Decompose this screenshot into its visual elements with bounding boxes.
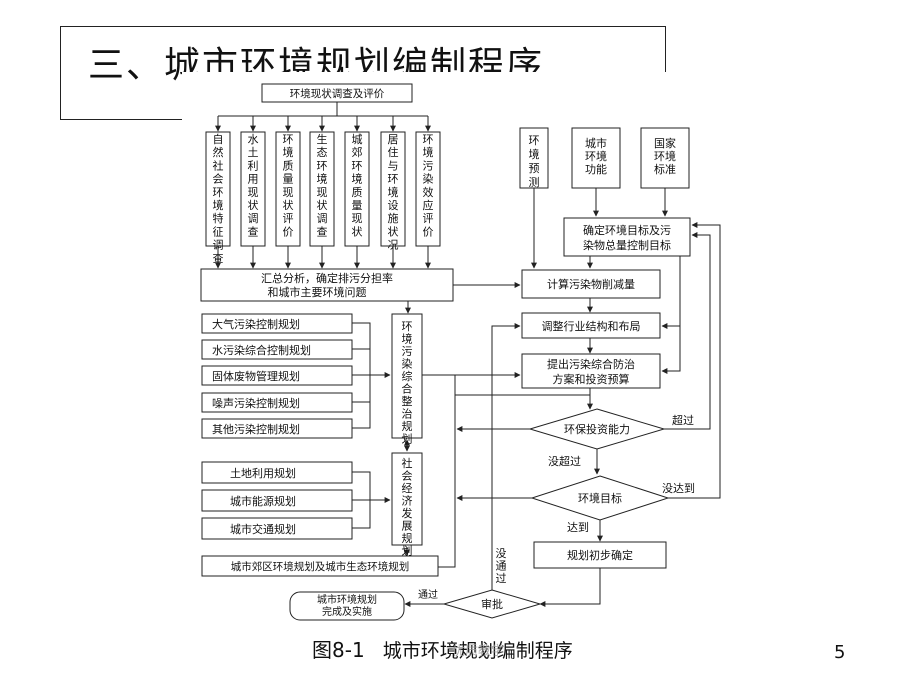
remediation-box — [391, 313, 423, 439]
approve-label: 审批 — [481, 597, 503, 611]
function-zone-line-3: 功能 — [585, 162, 607, 176]
summary-line-2: 和城市主要环境问题 — [268, 285, 367, 299]
col-label-3: 环境质量现状评价 — [283, 133, 294, 238]
predict-label: 环境预测 — [529, 134, 540, 189]
social-plan-label-2: 城市能源规划 — [230, 494, 296, 508]
approve-diamond — [442, 589, 542, 619]
national-std-line-3: 标准 — [654, 162, 676, 176]
edge-label-reach: 达到 — [567, 521, 589, 534]
summary-line-1: 汇总分析，确定排污分担率 — [261, 271, 393, 285]
column-arrows — [215, 116, 431, 132]
social-plan-label-3: 城市交通规划 — [230, 522, 296, 536]
env-target-label: 环境目标 — [578, 491, 622, 505]
col-box-3 — [275, 131, 301, 247]
figure-caption: 图8-1 城市环境规划编制程序 — [312, 634, 573, 663]
col-label-6: 居住与环境设施状况 — [388, 133, 399, 252]
caption-number: 图8-1 — [312, 638, 365, 662]
caption-text: 城市环境规划编制程序 — [382, 640, 573, 662]
edge-label-not-exceed: 没超过 — [548, 454, 581, 468]
propose-line-1: 提出污染综合防治 — [547, 357, 635, 371]
function-zone-box — [571, 127, 621, 189]
propose-box — [521, 353, 661, 389]
propose-line-2: 方案和投资预算 — [553, 372, 630, 386]
plan-label-1: 大气污染控制规划 — [212, 317, 300, 331]
invest-label: 环保投资能力 — [564, 422, 630, 436]
col-label-4: 生态环境现状调查 — [317, 132, 328, 238]
plan-label-4: 噪声污染控制规划 — [212, 396, 300, 410]
column-boxes — [205, 131, 441, 247]
final-line-2: 完成及实施 — [322, 605, 372, 618]
col-box-5 — [344, 131, 370, 247]
predict-box — [519, 127, 549, 189]
plan-label-5: 其他污染控制规划 — [212, 422, 300, 436]
edge-label-fail: 没通过 — [496, 547, 507, 585]
social-box — [391, 452, 423, 546]
adjust-box — [521, 312, 661, 339]
function-zone-line-2: 环境 — [585, 149, 607, 163]
col-label-2: 水土利用现状调查 — [248, 133, 259, 238]
watermark: 优质教学 — [452, 644, 505, 659]
national-std-line-2: 环境 — [654, 149, 676, 163]
col-label-1: 自然社会环境特征调查 — [213, 133, 224, 265]
col-box-6 — [380, 131, 406, 247]
target-box — [563, 217, 691, 257]
page-number: 5 — [834, 642, 846, 663]
social-label: 社会经济发展规划 — [402, 456, 413, 558]
remediation-label: 环境污染综合整治规划 — [402, 320, 413, 446]
col-box-1 — [205, 131, 231, 247]
target-line-1: 确定环境目标及污 — [583, 223, 671, 237]
col-box-4 — [309, 131, 335, 247]
edge-label-exceed: 超过 — [672, 413, 694, 427]
final-box — [289, 591, 405, 621]
suburb-label: 城市郊区环境规划及城市生态环境规划 — [231, 560, 410, 573]
summary-box — [200, 268, 454, 302]
calc-label: 计算污染物削减量 — [547, 277, 635, 291]
final-line-1: 城市环境规划 — [317, 593, 377, 606]
function-zone-line-1: 城市 — [585, 136, 607, 150]
suburb-box — [201, 555, 439, 577]
national-std-line-1: 国家 — [654, 136, 676, 150]
calc-box — [521, 269, 661, 299]
plan-label-3: 固体废物管理规划 — [212, 369, 300, 383]
col-box-7 — [415, 131, 441, 247]
col-label-7: 环境污染效应评价 — [423, 133, 434, 238]
plan-label-2: 水污染综合控制规划 — [212, 343, 311, 357]
survey-label: 环境现状调查及评价 — [290, 87, 385, 100]
adjust-label: 调整行业结构和布局 — [542, 319, 641, 333]
prelim-label: 规划初步确定 — [567, 548, 633, 562]
social-plan-label-1: 土地利用规划 — [230, 466, 296, 480]
target-line-2: 染物总量控制目标 — [583, 238, 671, 252]
col-box-2 — [240, 131, 266, 247]
col-label-5: 城郊环境质量现状 — [352, 133, 363, 238]
edge-label-not-reach: 没达到 — [662, 482, 695, 495]
column-labels: 自然社会环境特征调查 水土利用现状调查 环境质量现状评价 生态环境现状调查 城郊… — [213, 132, 434, 265]
edge-label-pass: 通过 — [418, 588, 438, 601]
